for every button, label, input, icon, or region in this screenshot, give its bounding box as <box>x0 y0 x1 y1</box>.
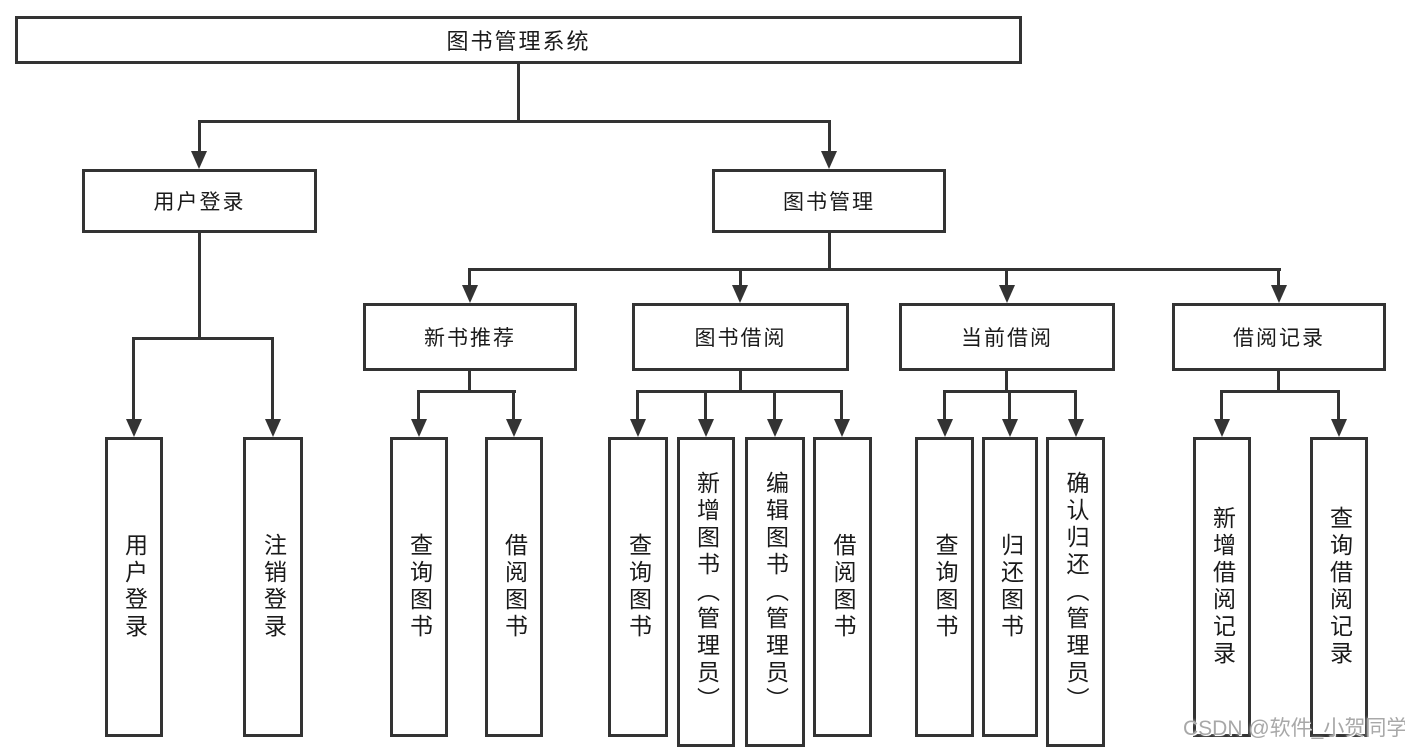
leaf-logout-label: 注销登录 <box>260 533 287 641</box>
connector-line <box>198 120 201 153</box>
connector-line <box>828 120 831 153</box>
arrowhead-to-new-book-recommend <box>462 285 478 303</box>
leaf-user-login: 用户登录 <box>105 437 163 737</box>
leaf-bb-add-books-admin: 新增图书（管理员） <box>677 437 735 747</box>
node-book-management-label: 图书管理 <box>783 191 875 214</box>
leaf-cb-return-books-label: 归还图书 <box>997 533 1024 641</box>
connector-user-login-branch <box>132 337 274 340</box>
leaf-bb-edit-books-admin-label: 编辑图书（管理员） <box>762 470 789 714</box>
leaf-user-login-label: 用户登录 <box>121 533 148 641</box>
connector-line <box>704 390 707 421</box>
leaf-bb-query-books: 查询图书 <box>608 437 668 737</box>
leaf-nb-borrow-books-label: 借阅图书 <box>501 533 528 641</box>
connector-line <box>1008 390 1011 421</box>
connector-line <box>1005 268 1008 287</box>
arrowhead-to-bb-edit <box>767 419 783 437</box>
node-current-borrow: 当前借阅 <box>899 303 1115 371</box>
arrowhead-to-bb-add <box>698 419 714 437</box>
arrowhead-to-br-add <box>1214 419 1230 437</box>
leaf-bb-borrow-books-label: 借阅图书 <box>830 533 856 641</box>
leaf-bb-query-books-label: 查询图书 <box>625 533 652 641</box>
csdn-watermark: CSDN @软件_小贺同学 <box>1183 717 1405 740</box>
connector-line <box>1220 390 1223 421</box>
connector-book-mgmt-stem <box>828 233 831 271</box>
arrowhead-to-br-query <box>1331 419 1347 437</box>
leaf-bb-add-books-admin-label: 新增图书（管理员） <box>693 470 720 714</box>
node-book-borrow: 图书借阅 <box>632 303 849 371</box>
node-root-label: 图书管理系统 <box>446 29 591 54</box>
leaf-cb-query-books-label: 查询图书 <box>932 533 958 641</box>
leaf-br-add-record: 新增借阅记录 <box>1193 437 1251 737</box>
connector-book-mgmt-branch <box>469 268 1281 271</box>
arrowhead-to-book-management <box>821 151 837 169</box>
arrowhead-to-cb-confirm <box>1068 419 1084 437</box>
arrowhead-to-leaf-user-login <box>126 419 142 437</box>
leaf-nb-query-books-label: 查询图书 <box>406 533 433 641</box>
leaf-logout: 注销登录 <box>243 437 303 737</box>
leaf-bb-borrow-books: 借阅图书 <box>813 437 872 737</box>
connector-line <box>1277 268 1280 287</box>
leaf-nb-borrow-books: 借阅图书 <box>485 437 543 737</box>
arrowhead-to-nb-borrow <box>506 419 522 437</box>
connector-nb-branch <box>417 390 516 393</box>
leaf-nb-query-books: 查询图书 <box>390 437 448 737</box>
connector-bb-branch <box>636 390 843 393</box>
connector-cb-stem <box>1005 371 1008 393</box>
connector-br-branch <box>1220 390 1340 393</box>
arrowhead-to-bb-borrow <box>834 419 850 437</box>
leaf-br-query-record-label: 查询借阅记录 <box>1326 506 1353 668</box>
leaf-br-query-record: 查询借阅记录 <box>1310 437 1368 737</box>
node-book-management: 图书管理 <box>712 169 946 233</box>
connector-line <box>1074 390 1077 421</box>
node-book-borrow-label: 图书借阅 <box>694 327 787 350</box>
connector-line <box>417 390 420 421</box>
arrowhead-to-cb-return <box>1002 419 1018 437</box>
arrowhead-to-borrow-records <box>1271 285 1287 303</box>
connector-line <box>468 268 471 287</box>
arrowhead-to-nb-query <box>411 419 427 437</box>
arrowhead-to-book-borrow <box>732 285 748 303</box>
node-user-login: 用户登录 <box>82 169 317 233</box>
connector-line <box>739 268 742 287</box>
leaf-cb-confirm-return-admin: 确认归还（管理员） <box>1046 437 1105 747</box>
leaf-br-add-record-label: 新增借阅记录 <box>1209 506 1236 668</box>
connector-line <box>840 390 843 421</box>
node-user-login-label: 用户登录 <box>153 191 246 214</box>
connector-br-stem <box>1277 371 1280 393</box>
connector-root-stem <box>517 64 520 122</box>
node-new-book-recommend: 新书推荐 <box>363 303 577 371</box>
connector-line <box>636 390 639 421</box>
connector-line <box>773 390 776 421</box>
node-current-borrow-label: 当前借阅 <box>961 327 1053 350</box>
connector-line <box>512 390 515 421</box>
arrowhead-to-cb-query <box>937 419 953 437</box>
leaf-cb-query-books: 查询图书 <box>915 437 974 737</box>
connector-bb-stem <box>739 371 742 393</box>
connector-line <box>132 337 135 421</box>
leaf-bb-edit-books-admin: 编辑图书（管理员） <box>745 437 805 747</box>
connector-root-branch <box>198 120 831 123</box>
connector-nb-stem <box>468 371 471 393</box>
node-borrow-records: 借阅记录 <box>1172 303 1386 371</box>
arrowhead-to-bb-query <box>630 419 646 437</box>
node-root: 图书管理系统 <box>15 16 1022 64</box>
node-borrow-records-label: 借阅记录 <box>1233 327 1325 350</box>
leaf-cb-confirm-return-admin-label: 确认归还（管理员） <box>1063 470 1089 714</box>
connector-line <box>943 390 946 421</box>
leaf-cb-return-books: 归还图书 <box>982 437 1038 737</box>
connector-user-login-stem <box>198 233 201 340</box>
arrowhead-to-leaf-logout <box>265 419 281 437</box>
node-new-book-recommend-label: 新书推荐 <box>424 327 516 350</box>
connector-line <box>1337 390 1340 421</box>
arrowhead-to-user-login <box>191 151 207 169</box>
connector-line <box>271 337 274 421</box>
arrowhead-to-current-borrow <box>999 285 1015 303</box>
